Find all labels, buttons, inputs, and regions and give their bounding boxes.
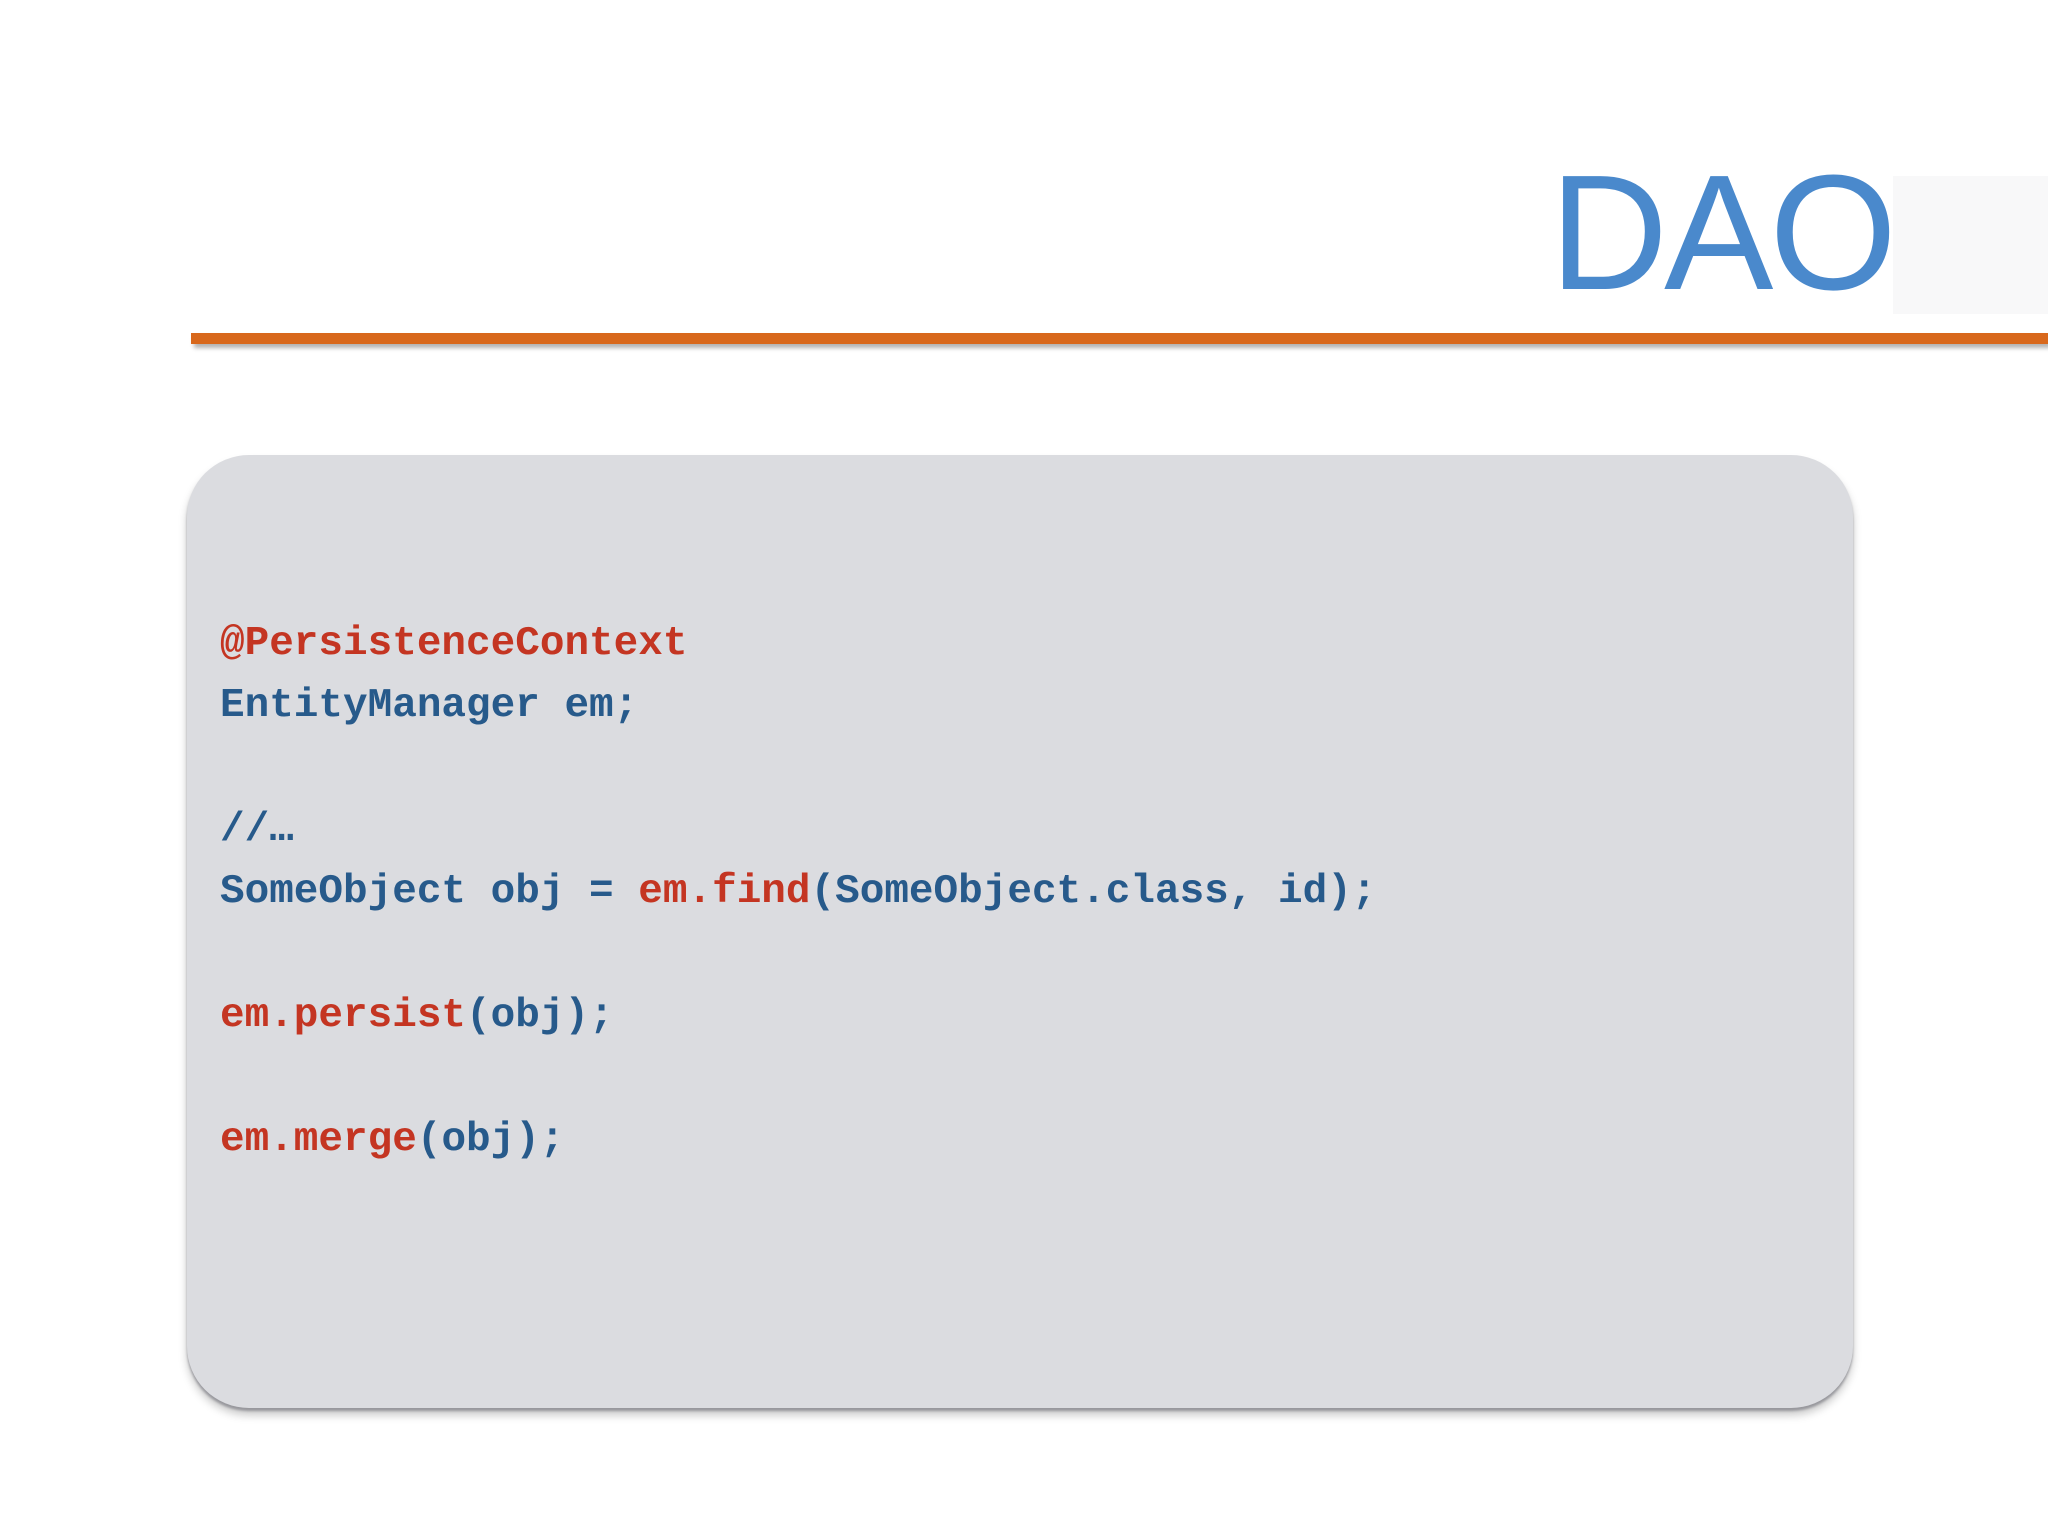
code-line: EntityManager em; xyxy=(220,675,1833,737)
title-underline-rule xyxy=(191,333,2048,344)
code-line: em.merge(obj); xyxy=(220,1109,1833,1171)
code-segment: (obj); xyxy=(466,993,614,1039)
code-line: //… xyxy=(220,799,1833,861)
slide-title: DAO xyxy=(1549,141,1897,324)
code-segment: SomeObject obj = xyxy=(220,869,639,915)
code-segment: @PersistenceContext xyxy=(220,621,688,667)
code-segment: em.find xyxy=(638,869,811,915)
code-segment: em.merge xyxy=(220,1117,417,1163)
title-placeholder-highlight xyxy=(1893,176,2048,314)
code-segment: (SomeObject.class, id); xyxy=(810,869,1377,915)
code-segment: (obj); xyxy=(416,1117,565,1163)
code-line: @PersistenceContext xyxy=(220,613,1833,675)
code-line: SomeObject obj = em.find(SomeObject.clas… xyxy=(220,861,1833,923)
code-line: em.persist(obj); xyxy=(220,985,1833,1047)
code-line xyxy=(220,1047,1833,1109)
code-segment: //… xyxy=(220,807,294,853)
code-line xyxy=(220,923,1833,985)
code-segment: EntityManager em; xyxy=(220,683,639,729)
code-line xyxy=(220,737,1833,799)
code-segment: em.persist xyxy=(220,993,467,1039)
